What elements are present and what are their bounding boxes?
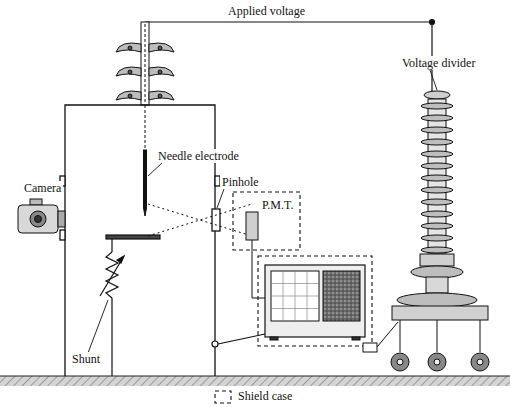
supply-wire xyxy=(145,21,432,22)
voltage-divider xyxy=(421,211,453,217)
plane-electrode-and-shunt xyxy=(111,298,112,376)
voltage-divider xyxy=(471,353,489,371)
voltage-divider xyxy=(421,115,453,121)
leader-lines xyxy=(148,163,162,176)
test-chamber xyxy=(60,105,220,376)
legend-swatch xyxy=(214,390,232,404)
oscilloscope xyxy=(265,265,365,337)
needle-electrode xyxy=(144,105,147,216)
pmt-shield xyxy=(246,212,258,240)
needle-electrode xyxy=(145,105,146,150)
plane-electrode-and-shunt xyxy=(117,256,124,263)
ground-floor xyxy=(0,376,510,386)
test-chamber xyxy=(65,105,215,376)
camera xyxy=(35,216,42,223)
leader-lines xyxy=(217,189,224,208)
voltage-divider xyxy=(424,91,450,99)
voltage-divider xyxy=(421,223,453,229)
bushing xyxy=(116,67,174,76)
oscilloscope xyxy=(377,322,398,347)
oscilloscope xyxy=(352,337,360,340)
legend-item: Shield case xyxy=(214,389,292,404)
voltage-divider xyxy=(397,359,403,365)
ground-floor xyxy=(0,375,510,376)
test-chamber xyxy=(212,209,220,231)
plane-electrode-and-shunt xyxy=(100,256,124,296)
leader-lines xyxy=(88,300,108,353)
voltage-divider xyxy=(420,254,454,266)
part-label: Camera xyxy=(22,181,63,195)
camera xyxy=(18,199,65,233)
supply-wire xyxy=(430,20,435,25)
voltage-divider xyxy=(437,320,438,352)
oscilloscope xyxy=(271,271,319,321)
part-label: Needle electrode xyxy=(156,149,241,163)
leader-lines xyxy=(430,70,437,90)
voltage-divider xyxy=(421,127,453,133)
oscilloscope xyxy=(258,256,372,346)
light-path xyxy=(148,204,252,236)
voltage-divider xyxy=(411,266,463,278)
voltage-divider xyxy=(421,247,453,253)
voltage-divider xyxy=(480,320,481,352)
pmt-shield xyxy=(233,192,300,250)
voltage-divider xyxy=(426,277,448,293)
bushing xyxy=(116,22,174,105)
oscilloscope xyxy=(271,271,319,321)
camera xyxy=(58,211,65,227)
voltage-divider xyxy=(421,103,453,109)
voltage-divider xyxy=(428,353,446,371)
bushing xyxy=(158,70,162,74)
needle-electrode xyxy=(144,208,147,216)
oscilloscope xyxy=(258,256,398,352)
supply-wire xyxy=(145,20,435,93)
voltage-divider xyxy=(434,359,440,365)
part-label: Voltage divider xyxy=(400,56,477,70)
bushing xyxy=(116,91,174,100)
part-label: Pinhole xyxy=(220,175,261,189)
plane-electrode-and-shunt xyxy=(100,235,265,376)
voltage-divider xyxy=(421,163,453,169)
voltage-divider xyxy=(477,359,483,365)
bushing xyxy=(128,70,132,74)
legend-swatch xyxy=(215,391,231,403)
light-path xyxy=(148,204,252,236)
needle-electrode xyxy=(144,150,147,208)
oscilloscope xyxy=(270,337,278,340)
voltage-divider xyxy=(421,187,453,193)
voltage-divider xyxy=(391,91,489,371)
plane-electrode-and-shunt xyxy=(212,341,218,347)
plane-electrode-and-shunt xyxy=(111,239,112,252)
bushing xyxy=(158,94,162,98)
camera xyxy=(30,199,42,205)
voltage-divider xyxy=(421,235,453,241)
voltage-divider xyxy=(392,306,488,320)
legend-text: Shield case xyxy=(238,389,292,404)
voltage-divider xyxy=(421,175,453,181)
camera xyxy=(30,211,46,227)
plane-electrode-and-shunt xyxy=(106,235,160,239)
voltage-divider xyxy=(400,320,401,352)
title-label: Applied voltage xyxy=(226,4,307,18)
oscilloscope xyxy=(323,271,360,321)
ground-floor xyxy=(0,376,510,386)
camera xyxy=(18,205,58,233)
bushing xyxy=(145,24,146,104)
test-chamber xyxy=(60,230,65,240)
bushing xyxy=(128,46,132,50)
bushing xyxy=(158,46,162,50)
bushing xyxy=(141,22,149,105)
voltage-divider xyxy=(421,199,453,205)
oscilloscope xyxy=(363,343,377,352)
light-path xyxy=(148,204,252,236)
leader-lines xyxy=(88,70,437,353)
voltage-divider xyxy=(397,293,477,307)
bushing xyxy=(116,43,174,52)
voltage-divider xyxy=(421,151,453,157)
voltage-divider xyxy=(391,353,409,371)
part-label: P.M.T. xyxy=(260,198,295,212)
voltage-divider xyxy=(421,139,453,145)
bushing xyxy=(128,94,132,98)
part-label: Shunt xyxy=(70,352,102,366)
